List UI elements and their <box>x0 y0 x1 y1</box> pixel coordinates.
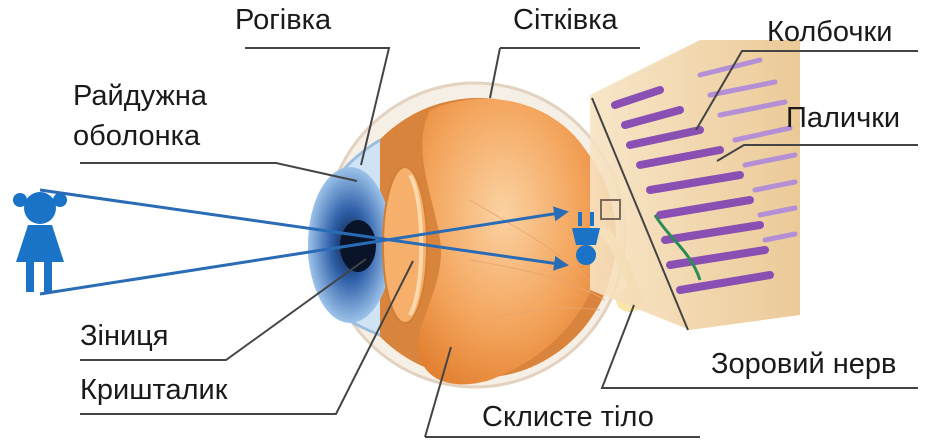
label-rods: Палички <box>786 104 900 133</box>
label-optic-nerve: Зоровий нерв <box>711 350 896 379</box>
label-lens: Кришталик <box>80 376 227 405</box>
retina-detail <box>590 40 800 330</box>
label-cones: Колбочки <box>767 18 892 47</box>
label-iris-line1: Райдужна <box>73 82 207 111</box>
label-pupil: Зіниця <box>80 322 169 351</box>
leader-iris <box>80 163 357 181</box>
label-cornea: Рогівка <box>235 6 331 35</box>
girl-figure-icon <box>13 192 67 292</box>
label-retina: Сітківка <box>513 6 618 35</box>
label-vitreous: Склисте тіло <box>482 403 654 432</box>
label-iris-line2: оболонка <box>73 122 200 151</box>
